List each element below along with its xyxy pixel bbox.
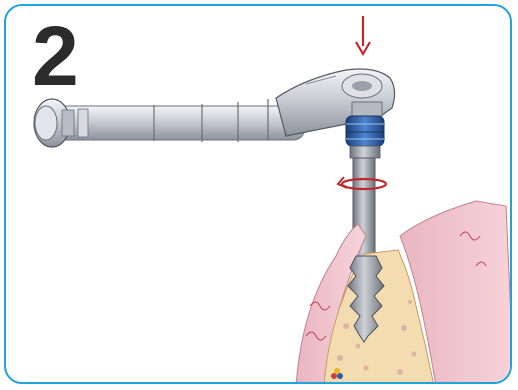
- implant-insertion-illustration: [6, 6, 512, 384]
- jaw-cross-section: [296, 201, 512, 384]
- blue-adapter: [346, 116, 384, 158]
- illustration-panel: 2: [4, 4, 512, 384]
- ratchet-wrench: [34, 69, 395, 147]
- down-arrow-icon: [356, 16, 370, 54]
